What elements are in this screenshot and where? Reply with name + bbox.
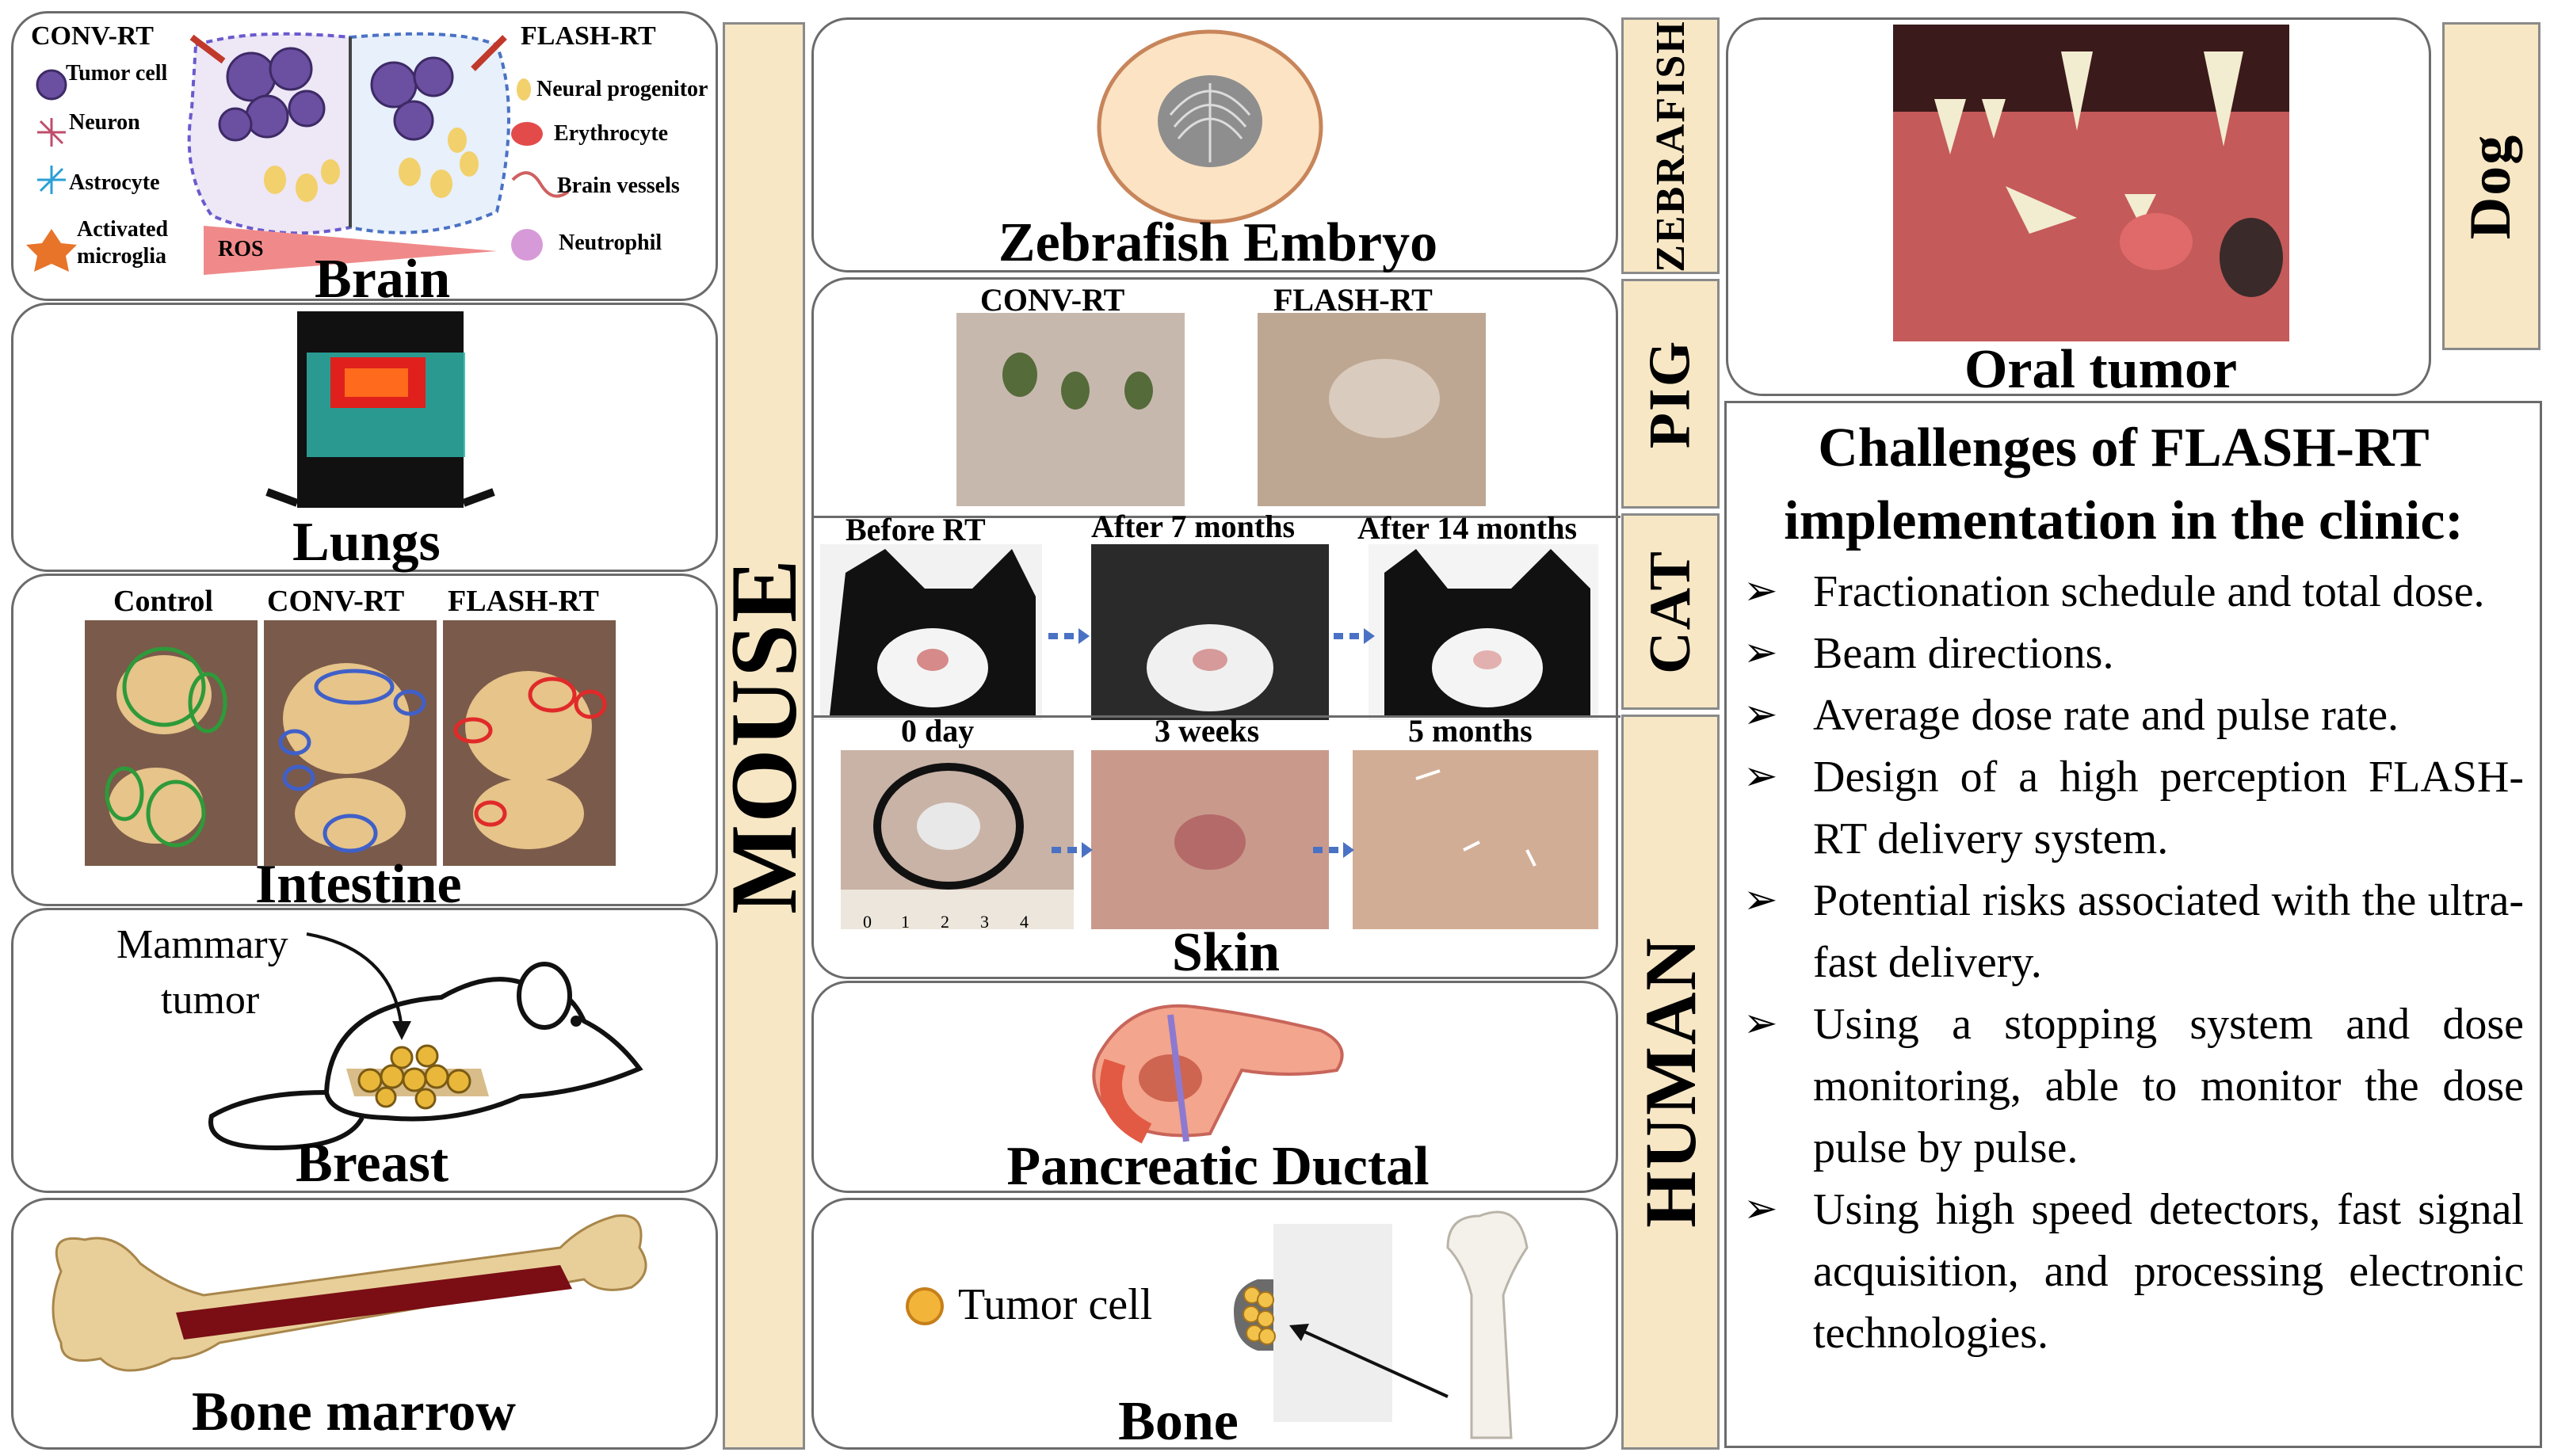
skin-col-0day: 0 day — [901, 713, 975, 749]
pig-skin-images — [956, 313, 1486, 506]
challenge-item: ➢Using high speed detectors, fast signal… — [1743, 1179, 2524, 1364]
ruler-2: 2 — [941, 912, 949, 932]
legend-neural-progenitor: Neural progenitor — [536, 77, 708, 101]
bone-tumor-cell-label: Tumor cell — [958, 1280, 1153, 1329]
breast-title: Breast — [296, 1133, 449, 1194]
brain-flash-label: FLASH-RT — [521, 21, 656, 51]
legend-astrocyte: Astrocyte — [69, 170, 160, 195]
cat-label-bar: CAT — [1621, 513, 1720, 710]
skin-title: Skin — [1171, 922, 1281, 983]
legend-neuron: Neuron — [69, 110, 140, 135]
mammary-label: Mammary — [116, 922, 288, 967]
pig-cat-divider — [814, 516, 1620, 518]
zebrafish-title: Zebrafish Embryo — [998, 212, 1438, 273]
intestine-title: Intestine — [255, 854, 462, 915]
bone-panel: Tumor cell Bone — [811, 1198, 1618, 1452]
lungs-title: Lungs — [292, 512, 441, 573]
legend-brain-vessels: Brain vessels — [557, 173, 680, 198]
mouse-label: MOUSE — [711, 557, 817, 915]
zebrafish-embryo-illustration — [1097, 29, 1323, 224]
dog-label: Dog — [2458, 133, 2524, 239]
pig-cat-skin-panel: CONV-RT FLASH-RT Before RT After 7 month… — [811, 277, 1620, 983]
challenge-item: ➢Beam directions. — [1743, 623, 2524, 684]
legend-tumor-cell: Tumor cell — [66, 61, 168, 86]
ruler-3: 3 — [980, 912, 989, 932]
cat-col-7months: After 7 months — [1091, 509, 1296, 544]
skin-col-3weeks: 3 weeks — [1155, 713, 1260, 749]
dog-label-bar: Dog — [2442, 22, 2540, 350]
dog-oral-tumor-photo — [1893, 25, 2289, 341]
pancreatic-title: Pancreatic Ductal — [1006, 1136, 1430, 1197]
arrow-bullet-icon: ➢ — [1743, 1187, 1778, 1232]
bone-title: Bone — [1118, 1391, 1239, 1452]
ruler-0: 0 — [863, 912, 872, 932]
challenges-box — [1724, 401, 2542, 1448]
intestine-col-conv: CONV-RT — [267, 585, 405, 618]
ros-label: ROS — [218, 237, 264, 261]
cat-skin-divider — [814, 715, 1620, 718]
zebrafish-label-bar: ZEBRAFISH — [1621, 17, 1720, 274]
intestine-panel: Control CONV-RT FLASH-RT Intestine — [11, 574, 718, 915]
pig-label-bar: PIG — [1621, 279, 1720, 509]
ruler-1: 1 — [901, 912, 910, 932]
mouse-label-bar: MOUSE — [711, 22, 816, 1450]
bone-marrow-title: Bone marrow — [192, 1382, 516, 1443]
challenge-item: ➢Average dose rate and pulse rate. — [1743, 684, 2524, 746]
legend-neutrophil: Neutrophil — [559, 231, 662, 255]
bone-marrow-panel: Bone marrow — [11, 1198, 718, 1450]
arrow-bullet-icon: ➢ — [1743, 878, 1778, 923]
brain-conv-label: CONV-RT — [31, 21, 154, 51]
brain-panel: CONV-RT FLASH-RT Tumor cell Neuron Astro… — [11, 11, 718, 310]
challenge-item: ➢Design of a high perception FLASH-RT de… — [1743, 746, 2524, 870]
lungs-image — [265, 311, 495, 508]
challenge-item: ➢Using a stopping system and dose monito… — [1743, 993, 2524, 1179]
intestine-images — [85, 620, 616, 866]
skin-images — [841, 750, 1598, 929]
cat-images — [820, 544, 1598, 720]
arrow-bullet-icon: ➢ — [1743, 754, 1778, 799]
lungs-panel: Lungs — [11, 303, 718, 573]
cat-col-before: Before RT — [846, 512, 986, 547]
pig-col-flash: FLASH-RT — [1273, 282, 1433, 318]
challenges-title-line1: Challenges of FLASH-RT — [1818, 417, 2430, 478]
legend-activated-microglia: Activated microglia — [77, 217, 169, 269]
zebrafish-label: ZEBRAFISH — [1647, 19, 1693, 273]
human-label: HUMAN — [1630, 936, 1711, 1228]
arrow-bullet-icon: ➢ — [1743, 569, 1778, 614]
pig-label: PIG — [1637, 339, 1703, 448]
intestine-col-flash: FLASH-RT — [448, 585, 599, 618]
skin-col-5months: 5 months — [1408, 713, 1533, 749]
challenge-item: ➢Fractionation schedule and total dose. — [1743, 561, 2524, 623]
pig-col-conv: CONV-RT — [980, 282, 1125, 318]
brain-illustration — [26, 32, 570, 275]
legend-erythrocyte: Erythrocyte — [554, 121, 669, 146]
arrow-bullet-icon: ➢ — [1743, 692, 1778, 738]
bone-marrow-illustration — [52, 1214, 647, 1372]
ruler-4: 4 — [1020, 912, 1029, 932]
arrow-bullet-icon: ➢ — [1743, 1001, 1778, 1046]
brain-title: Brain — [315, 249, 451, 310]
intestine-col-control: Control — [113, 585, 213, 618]
pancreatic-panel: Pancreatic Ductal — [811, 981, 1618, 1197]
arrow-bullet-icon: ➢ — [1743, 631, 1778, 676]
zebrafish-panel: Zebrafish Embryo — [811, 17, 1618, 273]
cat-col-14months: After 14 months — [1357, 510, 1578, 546]
cat-label: CAT — [1637, 549, 1703, 674]
oral-tumor-title: Oral tumor — [1964, 339, 2238, 400]
challenges-title-line2: implementation in the clinic: — [1784, 490, 2464, 551]
breast-panel: Mammary tumor Breast — [11, 908, 718, 1194]
human-label-bar: HUMAN — [1621, 715, 1720, 1450]
pancreas-illustration — [1092, 1004, 1344, 1144]
challenge-item: ➢Potential risks associated with the ult… — [1743, 870, 2524, 993]
dog-panel: Oral tumor — [1726, 17, 2431, 400]
tumor-label: tumor — [161, 978, 260, 1023]
mouse-breast-illustration — [208, 932, 643, 1151]
challenges-title: Challenges of FLASH-RT implementation in… — [1727, 412, 2520, 558]
challenges-list: ➢Fractionation schedule and total dose. … — [1743, 561, 2524, 1364]
bone-tumor-illustration — [906, 1210, 1529, 1439]
